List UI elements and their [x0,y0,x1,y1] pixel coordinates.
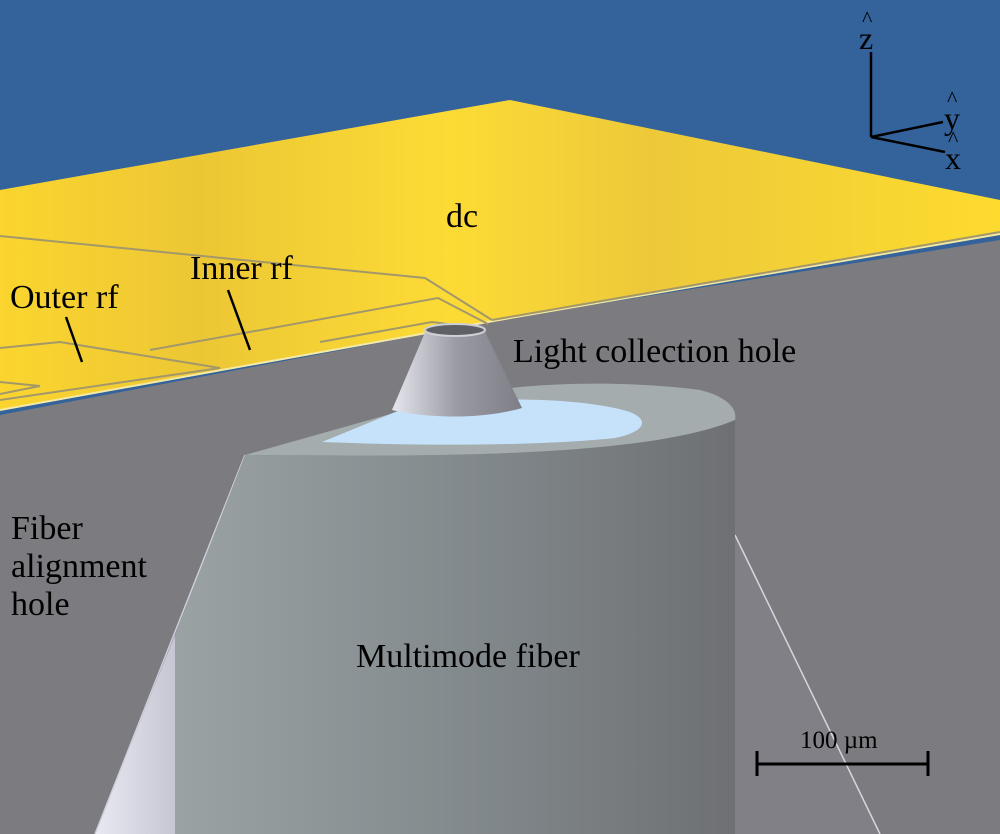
fiber-hole-wall-left [95,455,245,834]
inner-rf-leader [226,289,252,351]
outer-rf-label: Outer rf [10,279,119,316]
coordinate-axes [869,52,946,154]
light-collection-hole-label: Light collection hole [513,333,797,370]
multimode-fiber-label: Multimode fiber [356,638,580,675]
fiber-hole-wall-right [735,420,880,834]
fiber-hole-edge-right [734,534,881,834]
fiber-alignment-hole-line-3: hole [11,586,70,624]
electrode-gaps [0,231,1000,401]
light-collection-hole-rim [424,323,486,337]
fiber-alignment-hole-label: Fiber alignment hole [11,510,201,624]
x-axis-label: x [945,128,961,174]
multimode-fiber [175,420,735,834]
light-collection-hole [392,324,522,417]
dc-label: dc [446,198,479,235]
scale-bar [755,751,930,776]
scale-bar-label: 100 µm [800,727,878,754]
fiber-hole-edge-left [94,454,246,834]
fiber-alignment-hole-line-2: alignment [11,548,147,586]
outer-rf-leader [64,316,84,363]
inner-rf-label: Inner rf [190,250,293,287]
fiber-alignment-hole-line-1: Fiber [11,510,83,547]
z-axis-label: z [859,8,873,54]
electrode-edge [0,233,1000,411]
